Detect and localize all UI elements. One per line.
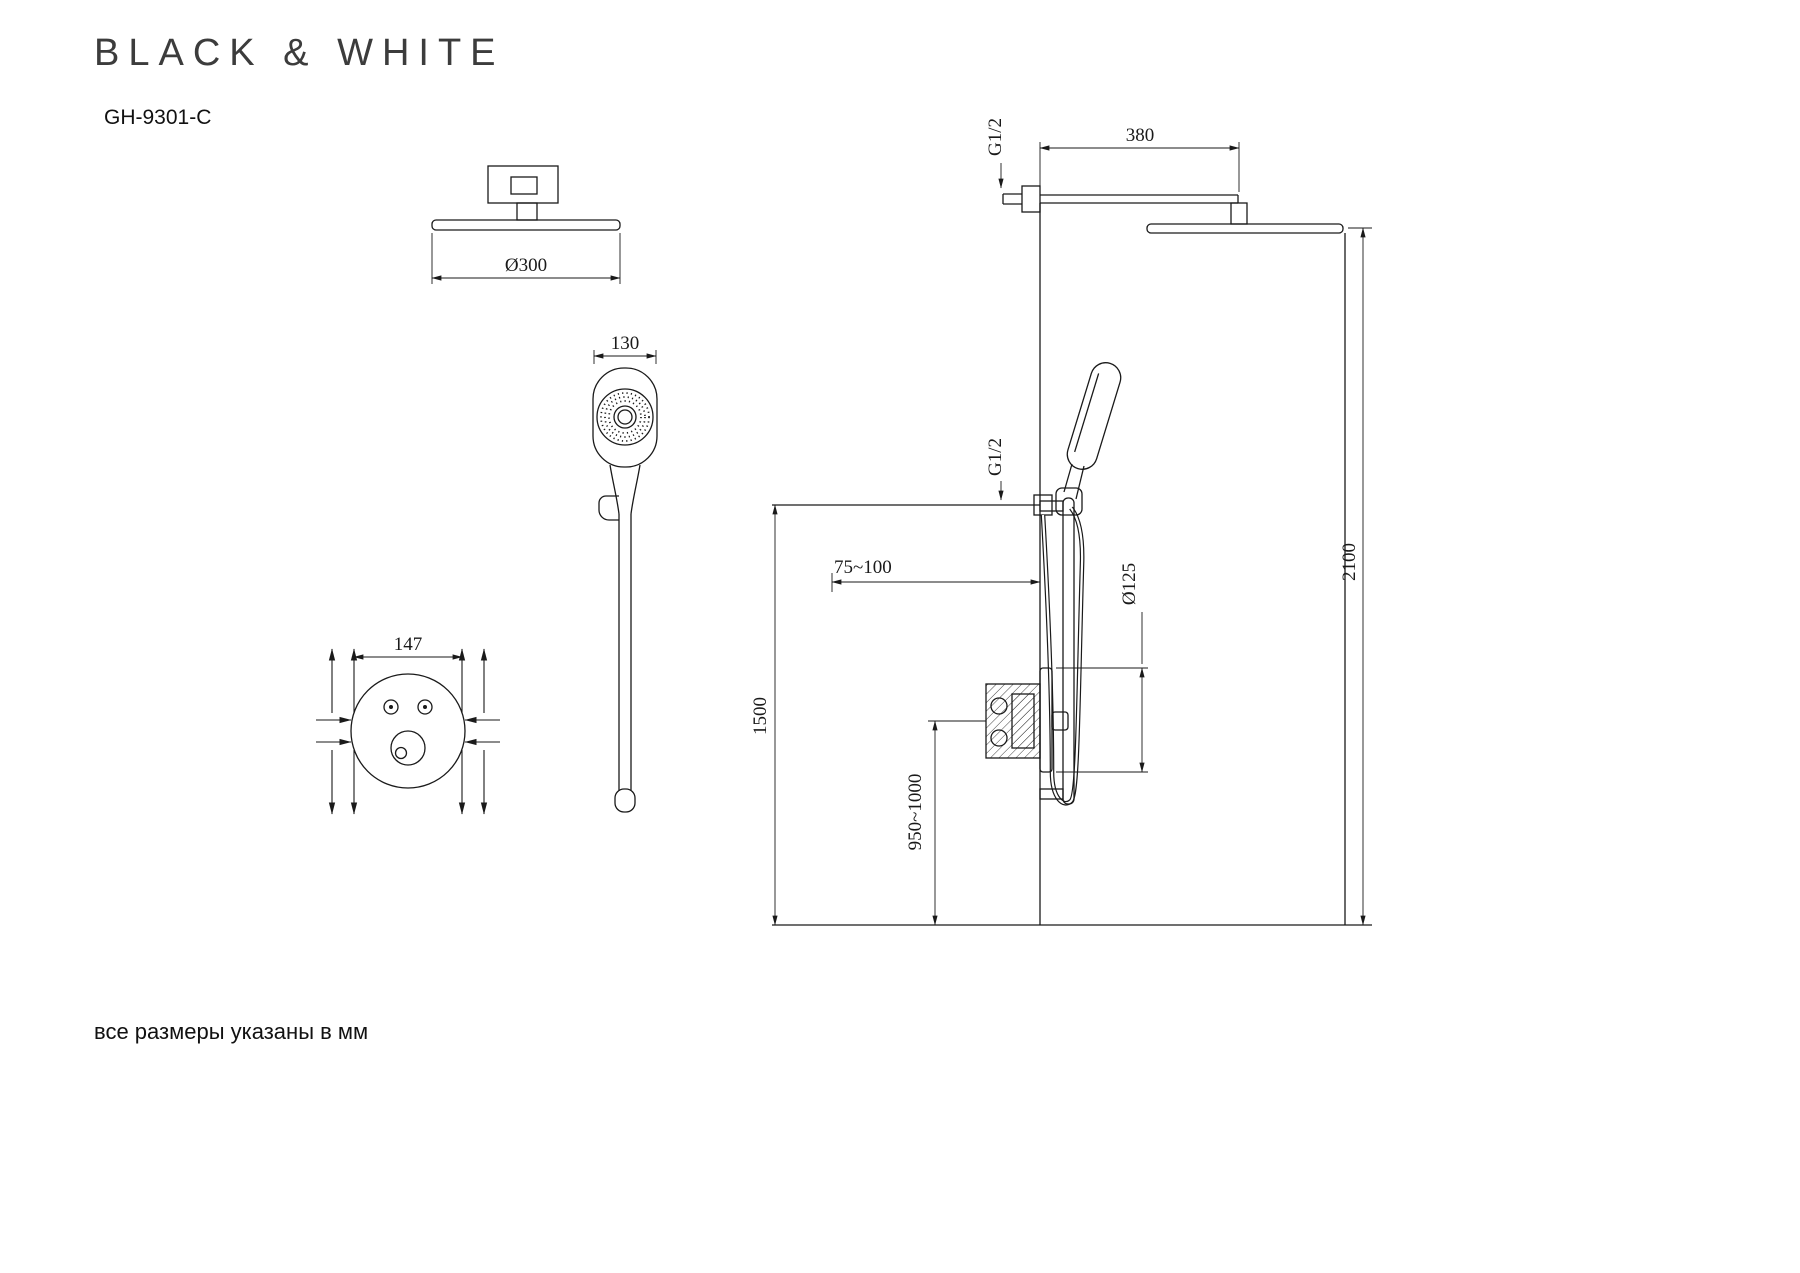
brand-logo: BLACK & WHITE <box>94 32 505 74</box>
head-stem <box>516 202 538 221</box>
diverter-button-dot <box>389 705 393 709</box>
hand-shower-face-line <box>1074 373 1100 453</box>
trim-plate <box>350 673 466 789</box>
spray-nozzle-ring <box>604 396 646 438</box>
arm-wall-flange <box>1021 185 1041 213</box>
spray-nozzle-ring <box>600 392 650 442</box>
overhead-shower-front-view: Ø300 <box>431 165 621 284</box>
hand-shower-side <box>1066 362 1122 470</box>
handle-neck <box>630 464 641 515</box>
dim-ports-spacing-label: 147 <box>394 634 423 655</box>
diverter-button <box>417 699 433 715</box>
temperature-knob <box>390 730 426 766</box>
dim-bar-level-label: 1500 <box>750 697 771 735</box>
spray-nozzle-ring <box>608 400 642 434</box>
hand-shower-front-view: 130 <box>592 333 658 813</box>
hand-shower-head-side <box>1066 362 1122 470</box>
hand-shower-handle <box>1075 465 1085 500</box>
diverter-button-dot <box>423 705 427 709</box>
spray-face-center <box>613 405 637 429</box>
dim-valve-height-label: 950~1000 <box>905 774 926 851</box>
valve-check-cap <box>990 697 1008 715</box>
mixer-valve-front-view: 147 <box>316 634 500 815</box>
side-elevation-view: 380 G1/2 2100 1500 G1/2 <box>750 118 1372 926</box>
dimensions-note: все размеры указаны в мм <box>94 1019 369 1044</box>
dim-plate-diameter-label: Ø125 <box>1119 563 1140 605</box>
bar-bracket-top <box>1039 500 1064 512</box>
dim-hand-width-label: 130 <box>611 333 640 354</box>
spray-face-outer <box>596 388 654 446</box>
thread-size-top-label: G1/2 <box>985 118 1006 156</box>
shower-holder-hook <box>598 495 619 521</box>
hand-shower-holder <box>1055 487 1083 516</box>
wall-bracket <box>487 165 559 204</box>
hand-shower-handle <box>1063 463 1073 493</box>
temperature-knob-marker <box>394 746 408 760</box>
diverter-button <box>383 699 399 715</box>
bar-bracket-bottom <box>1039 788 1064 800</box>
overhead-disc-side <box>1146 223 1344 234</box>
dim-wall-depth-label: 75~100 <box>834 557 892 578</box>
wall-bracket-inner <box>510 176 538 195</box>
bar-end-cap <box>614 788 636 813</box>
dim-total-height-label: 2100 <box>1339 543 1360 581</box>
valve-cartridge <box>1011 693 1035 749</box>
valve-check-cap <box>990 729 1008 747</box>
spray-face-center-inner <box>617 409 633 425</box>
thread-size-mid-label: G1/2 <box>985 438 1006 476</box>
model-number: GH-9301-C <box>104 106 212 129</box>
handle-neck <box>609 464 620 515</box>
dim-arm-length-label: 380 <box>1126 125 1155 146</box>
dim-head-diameter-label: Ø300 <box>505 255 547 276</box>
slide-bar-side <box>1062 497 1075 805</box>
hand-shower-head <box>592 367 658 468</box>
valve-knob-side <box>1051 711 1069 731</box>
shower-head-disc <box>431 219 621 231</box>
shower-hose-inner <box>1041 507 1084 805</box>
head-connector <box>1230 202 1248 225</box>
